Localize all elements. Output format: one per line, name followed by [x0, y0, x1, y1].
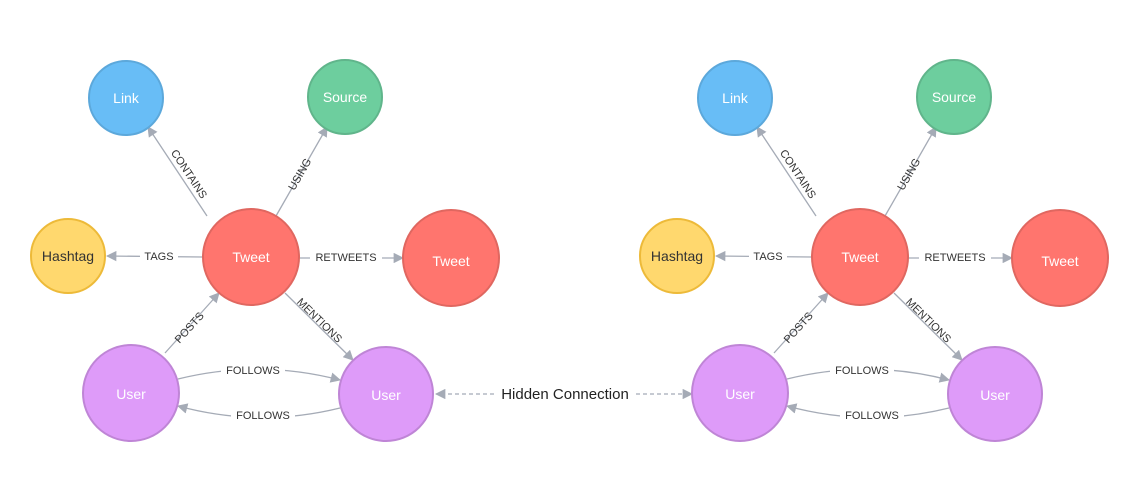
edge-mentions[interactable]: MENTIONS — [284, 292, 354, 361]
node-retweet-target[interactable]: Tweet — [402, 209, 500, 307]
node-label-user-left: User — [116, 386, 146, 402]
node-label-link: Link — [113, 90, 140, 106]
node-label-tweet: Tweet — [232, 249, 269, 265]
node-label-hashtag: Hashtag — [42, 248, 94, 264]
edge-posts[interactable]: POSTS — [164, 292, 220, 354]
node-label-retweet-target: Tweet — [1041, 253, 1078, 269]
hidden-connection-label: Hidden Connection — [501, 386, 629, 403]
edge-label-contains: CONTAINS — [777, 148, 818, 201]
edge-contains[interactable]: CONTAINS — [147, 126, 209, 217]
node-user-left[interactable]: User — [82, 344, 180, 442]
edge-follows-top[interactable]: FOLLOWS — [177, 363, 342, 383]
node-source[interactable]: Source — [916, 59, 992, 135]
edge-label-retweets: RETWEETS — [315, 252, 376, 264]
edge-label-contains: CONTAINS — [168, 148, 209, 201]
node-user-left[interactable]: User — [691, 344, 789, 442]
node-label-retweet-target: Tweet — [432, 253, 469, 269]
edge-label-follows-top: FOLLOWS — [835, 365, 889, 377]
node-user-right[interactable]: User — [947, 346, 1043, 442]
node-label-user-right: User — [371, 387, 401, 403]
node-label-hashtag: Hashtag — [651, 248, 703, 264]
node-link[interactable]: Link — [697, 60, 773, 136]
edge-label-retweets: RETWEETS — [924, 252, 985, 264]
node-tweet[interactable]: Tweet — [202, 208, 300, 306]
edge-label-tags: TAGS — [144, 251, 173, 263]
node-link[interactable]: Link — [88, 60, 164, 136]
edge-label-follows-bottom: FOLLOWS — [845, 410, 899, 422]
edge-posts[interactable]: POSTS — [773, 292, 829, 354]
edge-label-using: USING — [895, 156, 923, 192]
node-retweet-target[interactable]: Tweet — [1011, 209, 1109, 307]
node-label-user-left: User — [725, 386, 755, 402]
hidden-connection[interactable]: Hidden Connection — [434, 386, 694, 403]
edge-contains[interactable]: CONTAINS — [756, 126, 818, 217]
graph-left: CONTAINS USING TAGS RETWEETS POSTS MENTI… — [30, 59, 500, 442]
node-source[interactable]: Source — [307, 59, 383, 135]
node-label-link: Link — [722, 90, 749, 106]
edge-using[interactable]: USING — [275, 126, 328, 217]
edge-label-mentions: MENTIONS — [903, 296, 953, 345]
edge-tags[interactable]: TAGS — [714, 248, 812, 264]
edge-tags[interactable]: TAGS — [105, 248, 203, 264]
node-label-source: Source — [932, 89, 977, 105]
edge-follows-bottom[interactable]: FOLLOWS — [176, 403, 341, 423]
node-label-tweet: Tweet — [841, 249, 878, 265]
edge-label-mentions: MENTIONS — [294, 296, 344, 345]
edge-label-posts: POSTS — [782, 310, 816, 346]
graph-right: CONTAINS USING TAGS RETWEETS POSTS MENTI… — [639, 59, 1109, 442]
edge-label-follows-bottom: FOLLOWS — [236, 410, 290, 422]
edge-retweets[interactable]: RETWEETS — [908, 249, 1014, 265]
edge-label-using: USING — [286, 156, 314, 192]
node-tweet[interactable]: Tweet — [811, 208, 909, 306]
edge-follows-top[interactable]: FOLLOWS — [786, 363, 951, 383]
edge-label-follows-top: FOLLOWS — [226, 365, 280, 377]
edge-mentions[interactable]: MENTIONS — [893, 292, 963, 361]
edge-label-tags: TAGS — [753, 251, 782, 263]
node-hashtag[interactable]: Hashtag — [639, 218, 715, 294]
edge-follows-bottom[interactable]: FOLLOWS — [785, 403, 950, 423]
node-label-source: Source — [323, 89, 368, 105]
edge-using[interactable]: USING — [884, 126, 937, 217]
edge-retweets[interactable]: RETWEETS — [299, 249, 405, 265]
edge-label-posts: POSTS — [173, 310, 207, 346]
node-hashtag[interactable]: Hashtag — [30, 218, 106, 294]
node-user-right[interactable]: User — [338, 346, 434, 442]
node-label-user-right: User — [980, 387, 1010, 403]
